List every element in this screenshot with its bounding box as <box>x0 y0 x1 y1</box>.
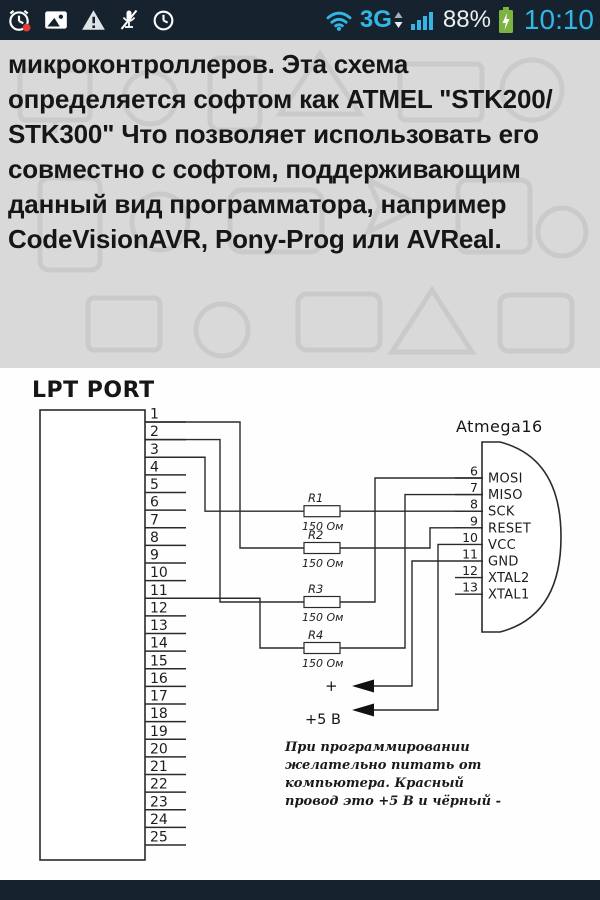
lpt-pin-number: 5 <box>150 477 159 493</box>
resistor-value: 150 Ом <box>302 657 343 670</box>
article-line: совместно с софтом, поддерживающим <box>8 154 521 184</box>
chip-pin-number: 8 <box>470 497 478 512</box>
lpt-pin-number: 13 <box>150 618 168 634</box>
lpt-pin-number: 6 <box>150 495 159 511</box>
chip-pin-number: 6 <box>470 464 478 479</box>
resistor-body <box>303 505 341 518</box>
status-bar-right: 3G 88% 10:10 <box>325 6 594 34</box>
lpt-pin-number: 7 <box>150 512 159 528</box>
wire-power-bottom <box>374 543 455 711</box>
power-arrow-icon <box>352 679 374 693</box>
chip-pin-label: RESET <box>488 521 531 536</box>
gallery-icon <box>45 11 67 29</box>
lpt-pin-number: 22 <box>150 777 168 793</box>
background-pattern <box>17 49 589 359</box>
chip-pin-number: 10 <box>462 530 478 545</box>
mic-muted-icon <box>120 9 138 30</box>
lpt-pin-number: 2 <box>150 424 159 440</box>
battery-icon <box>498 7 513 33</box>
chip-pin-label: SCK <box>488 505 515 520</box>
atmega-label: Atmega16 <box>456 417 543 436</box>
chip-pin-number: 11 <box>462 547 478 562</box>
warning-icon <box>82 10 105 30</box>
signal-icon <box>410 12 433 30</box>
power-arrow-icon <box>352 703 374 717</box>
wire-mosi <box>145 438 483 603</box>
article-line: данный вид программатора, например <box>8 189 507 219</box>
lpt-pin-number: 9 <box>150 548 159 564</box>
mobile-network-indicator: 3G <box>360 8 403 32</box>
chip-pin-label: MOSI <box>488 472 523 487</box>
lpt-port-label: LPT PORT <box>32 378 155 403</box>
article-line: микроконтроллеров. Эта схема <box>8 49 409 79</box>
lpt-pin-number: 19 <box>150 724 168 740</box>
note-line: При программировании <box>284 740 470 755</box>
chip-pin-label: XTAL2 <box>488 571 530 586</box>
chip-pin-number: 9 <box>470 513 478 528</box>
resistor-name: R2 <box>308 528 323 542</box>
chip-pin-label: MISO <box>488 488 523 503</box>
resistor-value: 150 Ом <box>302 611 343 624</box>
chip-pin-label: VCC <box>488 538 516 553</box>
atmega-connector-outline <box>481 441 562 633</box>
resistor-body <box>303 595 341 609</box>
network-type-label: 3G <box>359 6 392 33</box>
article-line: STK300" Что позволяет использовать его <box>8 119 539 149</box>
lpt-pin-number: 17 <box>150 689 168 705</box>
note-line: провод это +5 В и чёрный - <box>285 794 501 809</box>
lpt-pin-number: 15 <box>150 653 168 669</box>
lpt-pin-number: 25 <box>150 830 168 846</box>
chip-pin-number: 7 <box>470 480 478 495</box>
lpt-pin-number: 20 <box>150 741 168 757</box>
schematic-panel: LPT PORT Atmega16 + +5 В При программиро… <box>0 368 600 880</box>
lpt-pin-number: 21 <box>150 759 168 775</box>
resistor-value: 150 Ом <box>302 557 343 570</box>
lpt-pin-number: 16 <box>150 671 168 687</box>
lpt-connector-outline <box>39 409 146 861</box>
chip-pin-number: 13 <box>462 580 478 595</box>
battery-percent-label: 88% <box>442 6 491 33</box>
power-voltage-label: +5 В <box>305 712 341 728</box>
bottom-navigation-bar <box>0 880 600 900</box>
resistor-body <box>303 541 341 555</box>
chip-pin-number: 12 <box>462 563 478 578</box>
lpt-pin-number: 4 <box>150 459 159 475</box>
schematic-svg: LPT PORT Atmega16 + +5 В При программиро… <box>32 378 562 861</box>
article-text: микроконтроллеров. Эта схема определяетс… <box>0 40 600 257</box>
lpt-pin-number: 10 <box>150 565 168 581</box>
status-bar: 3G 88% 10:10 <box>0 0 600 40</box>
clock-time-label: 10:10 <box>523 4 594 35</box>
clock-icon <box>153 10 174 30</box>
network-arrows-icon <box>394 12 403 28</box>
lpt-pin-number: 23 <box>150 794 168 810</box>
lpt-pin-number: 12 <box>150 600 168 616</box>
lpt-pin-number: 3 <box>150 442 159 458</box>
wire-miso <box>145 493 483 649</box>
resistor-name: R3 <box>308 582 323 596</box>
resistor-value: 150 Ом <box>302 520 343 533</box>
wire-power-top <box>374 560 455 687</box>
chip-pin-label: XTAL1 <box>488 588 530 603</box>
lpt-pin-number: 18 <box>150 706 168 722</box>
lpt-pin-number: 8 <box>150 530 159 546</box>
wifi-icon <box>326 11 352 31</box>
status-bar-left-icons <box>6 7 176 33</box>
lpt-pin-number: 11 <box>150 583 168 599</box>
resistor-name: R1 <box>308 491 323 505</box>
note-line: желательно питать от <box>285 758 481 773</box>
lpt-pin-number: 24 <box>150 812 168 828</box>
power-plus-sign: + <box>325 677 338 695</box>
lpt-pin-number: 1 <box>150 407 159 423</box>
article-line: определяется софтом как ATMEL "STK200/ <box>8 84 553 114</box>
note-line: компьютера. Красный <box>285 776 464 791</box>
alarm-icon <box>9 9 31 32</box>
chip-pin-label: GND <box>488 555 519 570</box>
resistor-name: R4 <box>308 628 323 642</box>
article-line: CodeVisionAVR, Pony-Prog или AVReal. <box>8 224 502 254</box>
resistor-body <box>303 641 341 655</box>
lpt-pin-number: 14 <box>150 636 168 652</box>
page-content[interactable]: микроконтроллеров. Эта схема определяетс… <box>0 40 600 880</box>
